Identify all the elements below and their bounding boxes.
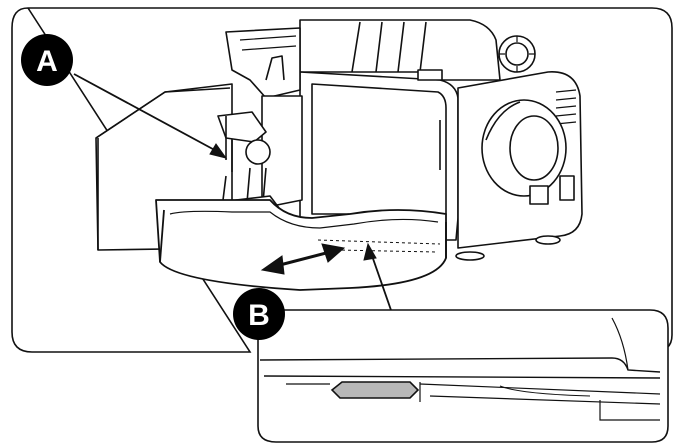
machine-body bbox=[299, 19, 583, 261]
callout-label-a: A bbox=[36, 45, 58, 78]
trim-trap-tray bbox=[155, 199, 447, 291]
leader-line-a bbox=[73, 73, 228, 159]
callout-badge-b: B bbox=[233, 288, 285, 340]
callout-badge-a: A bbox=[21, 34, 73, 86]
tray-rail-hint bbox=[317, 239, 441, 253]
callout-label-b: B bbox=[248, 299, 270, 332]
release-lever bbox=[330, 381, 420, 399]
double-headed-arrow-icon bbox=[260, 243, 346, 275]
detail-inset bbox=[257, 309, 669, 443]
